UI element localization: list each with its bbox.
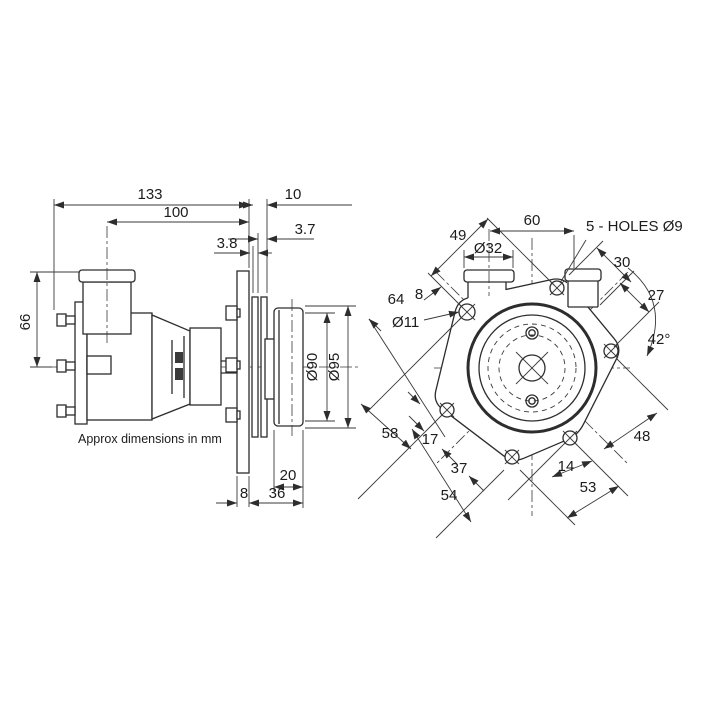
flange-bolt-top — [56, 313, 76, 327]
holes-callout-label: 5 - HOLES Ø9 — [586, 218, 683, 235]
dim-66-label: 66 — [17, 314, 34, 331]
gasket-plate-front — [251, 296, 259, 438]
outlet-port-bead — [564, 268, 602, 282]
dim-58-label: 58 — [382, 425, 399, 442]
dim-58-line — [360, 403, 412, 450]
dim-54-label: 54 — [441, 487, 458, 504]
bolt-circle-outer — [487, 323, 577, 413]
body-circle — [478, 314, 586, 422]
flange-hole-bottom — [504, 449, 520, 465]
dim-10-label: 10 — [285, 186, 302, 203]
dim-49-line — [430, 218, 489, 277]
dim-8f-leader — [423, 286, 442, 301]
dim-60-label: 60 — [524, 212, 541, 229]
cover-screw-top — [525, 326, 539, 340]
flange-hole-right — [603, 343, 619, 359]
dim-17-label: 17 — [422, 431, 439, 448]
dim-95-label: Ø95 — [326, 353, 343, 381]
seal-mark-lower — [175, 368, 183, 380]
bolt-circle-inner — [498, 334, 566, 402]
seal-mark-upper — [175, 352, 183, 363]
dim-64-label: 64 — [388, 291, 405, 308]
dim-20-label: 20 — [280, 467, 297, 484]
angle-42-label: 42° — [648, 331, 671, 348]
dim-64-line — [407, 391, 421, 405]
flange-bolt-middle — [56, 359, 76, 373]
dim-100-label: 100 — [163, 204, 188, 221]
dim-8f-label: 8 — [415, 286, 423, 303]
dim-8-label: 8 — [240, 485, 248, 502]
shaft-hole — [518, 354, 546, 382]
dim-14-line — [551, 460, 593, 478]
rear-bolt-bottom — [225, 407, 241, 423]
bearing-housing — [189, 327, 222, 406]
dim-54-line — [411, 428, 472, 523]
pulley-outline-circle — [466, 302, 598, 434]
dim-37-line — [468, 475, 485, 492]
cover-screw-bottom — [525, 394, 539, 408]
body-boss — [86, 355, 112, 375]
dim-90-label: Ø90 — [304, 353, 321, 381]
dim-11-label: Ø11 — [392, 314, 419, 331]
angle-42-arc — [627, 267, 657, 357]
side-view: 66 133 10 100 3.7 3.8 Ø90 Ø95 — [17, 186, 358, 508]
dim-3-8-label: 3.8 — [217, 235, 238, 252]
dim-30-label: 30 — [614, 254, 631, 271]
dim-49-label: 49 — [450, 227, 467, 244]
units-note: Approx dimensions in mm — [78, 432, 222, 446]
dim-37-label: 37 — [451, 460, 468, 477]
flange-hole-left — [439, 402, 455, 418]
pulley — [273, 307, 304, 427]
dim-133-label: 133 — [137, 186, 162, 203]
front-view: 60 5 - HOLES Ø9 Ø32 49 30 27 42° 64 8 Ø1… — [357, 212, 683, 539]
holes-callout-leader — [559, 239, 587, 284]
dim-11-leader — [423, 310, 460, 321]
dim-53-label: 53 — [580, 479, 597, 496]
dim-36-label: 36 — [269, 485, 286, 502]
rear-bolt-top — [225, 305, 241, 321]
rear-bolt-middle — [225, 357, 241, 373]
dim-48-line — [603, 412, 658, 450]
flange-hole-bottom-right — [562, 430, 578, 446]
rear-flange-plate — [236, 270, 250, 474]
dim-30-line — [596, 247, 632, 283]
dim-53-line — [566, 485, 620, 519]
flange-bolt-bottom — [56, 404, 76, 418]
dim-48-label: 48 — [634, 428, 651, 445]
dim-32-label: Ø32 — [474, 240, 502, 257]
dim-27-line — [619, 282, 650, 313]
dim-14-label: 14 — [558, 458, 575, 475]
dim-3-7-label: 3.7 — [295, 221, 316, 238]
